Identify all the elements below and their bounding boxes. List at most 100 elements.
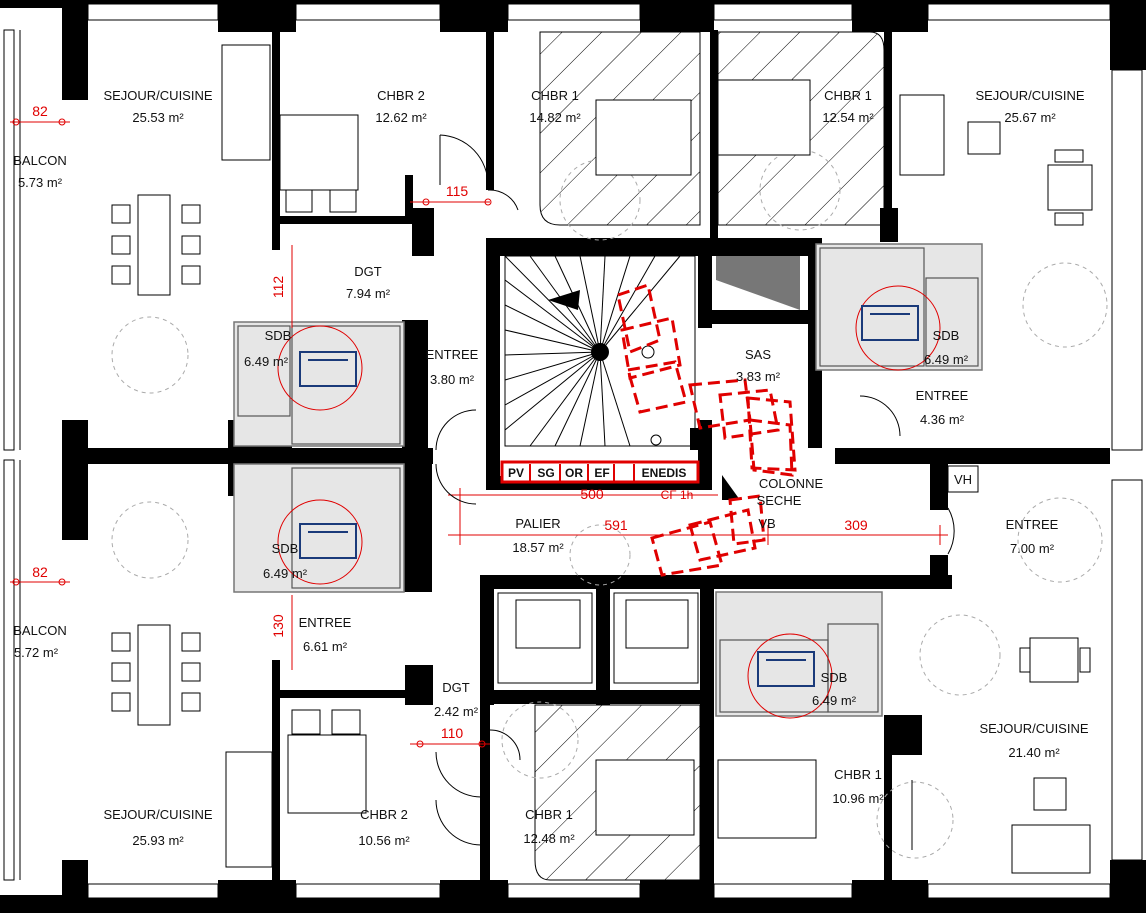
stair-tread <box>599 351 606 447</box>
stair-tread <box>579 351 601 447</box>
shaft-label: OR <box>565 466 583 480</box>
room-area: 5.72 m² <box>14 645 59 660</box>
stair-tread <box>529 351 601 447</box>
shaft-label: PV <box>508 466 524 480</box>
room-name: BALCON <box>13 153 66 168</box>
room-area: 6.49 m² <box>244 354 289 369</box>
room-name: BALCON <box>13 623 66 638</box>
dimension-label: 82 <box>32 103 48 119</box>
room-area: 25.93 m² <box>132 833 184 848</box>
stair-tread <box>554 351 601 447</box>
stair-tread <box>504 329 601 353</box>
dimension-label: 110 <box>441 725 464 741</box>
room-name: ENTREE <box>426 347 479 362</box>
room-area: 10.96 m² <box>832 791 884 806</box>
room-name: CHBR 2 <box>377 88 425 103</box>
room-area: 6.49 m² <box>812 693 857 708</box>
room-area: 14.82 m² <box>529 110 581 125</box>
dimension-label: 130 <box>270 614 286 638</box>
stair-tread <box>504 255 601 353</box>
dimension-label: 591 <box>604 517 628 533</box>
room-labels: SEJOUR/CUISINE 25.53 m² BALCON 5.73 m² C… <box>13 88 1089 848</box>
room-name: CHBR 1 <box>834 767 882 782</box>
room-area: 25.67 m² <box>1004 110 1056 125</box>
stair-tread <box>599 255 631 353</box>
room-area: 5.73 m² <box>18 175 63 190</box>
dimension-label: 82 <box>32 564 48 580</box>
dimension-label: 115 <box>446 183 469 199</box>
stair-tread <box>599 255 656 353</box>
furniture <box>111 44 1093 874</box>
room-name: SEJOUR/CUISINE <box>975 88 1084 103</box>
staircase <box>504 255 712 450</box>
stair-tread <box>504 279 601 353</box>
room-name: CHBR 1 <box>525 807 573 822</box>
room-name: DGT <box>442 680 470 695</box>
stair-tread <box>504 351 601 431</box>
accessibility-markers <box>277 285 941 719</box>
room-area: 12.62 m² <box>375 110 427 125</box>
closets <box>497 592 699 684</box>
dimension-lines: 82 82 115 110 112 130 500 591 309 CF 1h <box>10 103 948 748</box>
doors <box>435 134 955 850</box>
room-area: 4.36 m² <box>920 412 965 427</box>
room-name: SEJOUR/CUISINE <box>103 88 212 103</box>
room-area: 12.48 m² <box>523 831 575 846</box>
room-area: 7.00 m² <box>1010 541 1055 556</box>
dimension-label: 500 <box>580 486 604 502</box>
colonne-seche-label: SECHE <box>757 493 802 508</box>
room-area: 3.83 m² <box>736 369 781 384</box>
stair-tread <box>504 304 601 353</box>
technical-labels: COLONNE SECHE VB VH <box>757 472 972 531</box>
room-name: ENTREE <box>1006 517 1059 532</box>
shaft-label: SG <box>537 466 554 480</box>
room-area: 18.57 m² <box>512 540 564 555</box>
fire-path-markers <box>616 283 797 577</box>
shaft-labels: PV SG OR EF ENEDIS <box>508 464 686 482</box>
room-name: SEJOUR/CUISINE <box>103 807 212 822</box>
room-name: CHBR 1 <box>824 88 872 103</box>
stair-tread <box>504 351 601 356</box>
windows <box>3 3 1143 899</box>
wheelchair-icon <box>861 305 919 341</box>
room-area: 2.42 m² <box>434 704 479 719</box>
colonne-seche-label: COLONNE <box>759 476 824 491</box>
room-area: 10.56 m² <box>358 833 410 848</box>
stair-tread <box>504 351 601 381</box>
bathrooms <box>233 243 983 717</box>
room-name: DGT <box>354 264 382 279</box>
stair-tread <box>599 255 606 353</box>
room-name: CHBR 1 <box>531 88 579 103</box>
room-area: 3.80 m² <box>430 372 475 387</box>
vh-label: VH <box>954 472 972 487</box>
room-name: ENTREE <box>916 388 969 403</box>
shaft-label: ENEDIS <box>642 466 687 480</box>
stair-tread <box>579 255 601 353</box>
room-area: 12.54 m² <box>822 110 874 125</box>
room-name: SEJOUR/CUISINE <box>979 721 1088 736</box>
shaft-label: EF <box>594 466 609 480</box>
room-area: 7.94 m² <box>346 286 391 301</box>
room-name: SDB <box>272 541 299 556</box>
room-name: SDB <box>821 670 848 685</box>
room-name: CHBR 2 <box>360 807 408 822</box>
fire-rating-tag: CF 1h <box>661 488 694 502</box>
room-name: ENTREE <box>299 615 352 630</box>
room-name: SAS <box>745 347 771 362</box>
room-name: SDB <box>933 328 960 343</box>
stair-tread <box>599 255 681 353</box>
wheelchair-icon <box>299 523 357 559</box>
dimension-label: 309 <box>844 517 868 533</box>
vb-label: VB <box>758 516 775 531</box>
wheelchair-icon <box>757 651 815 687</box>
interior-walls <box>88 30 1110 880</box>
room-area: 6.61 m² <box>303 639 348 654</box>
room-name: SDB <box>265 328 292 343</box>
stair-tread <box>599 351 631 447</box>
room-name: PALIER <box>515 516 560 531</box>
room-area: 25.53 m² <box>132 110 184 125</box>
stair-tread <box>504 351 601 406</box>
wheelchair-icon <box>299 351 357 387</box>
